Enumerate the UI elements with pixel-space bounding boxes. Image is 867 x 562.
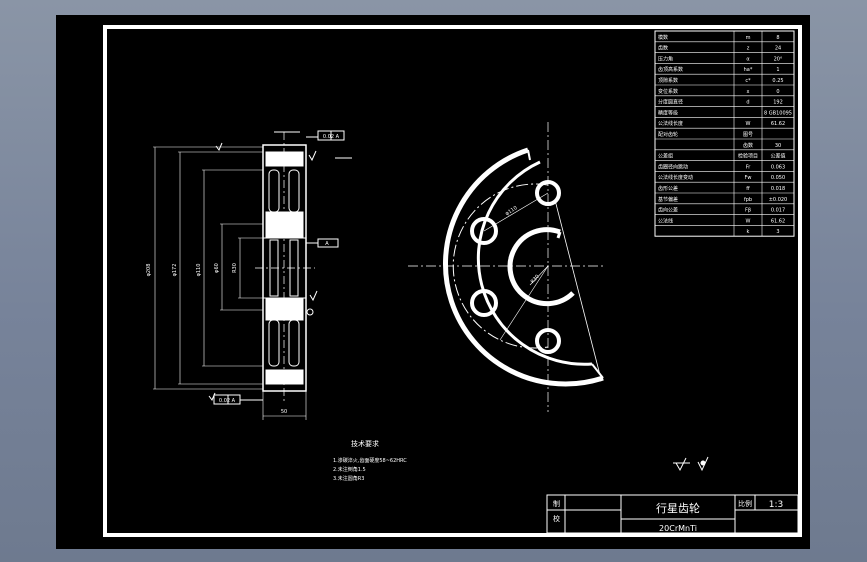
tech-req-heading: 技术要求 xyxy=(351,439,379,448)
dim-overall-text: φ208 xyxy=(146,264,152,277)
param-symbol: Fβ xyxy=(745,208,751,214)
param-value: 192 xyxy=(773,100,783,106)
param-symbol: W xyxy=(746,121,751,127)
param-label: 齿顶高系数 xyxy=(658,66,683,73)
param-value: 0.063 xyxy=(771,164,785,170)
param-value: 30 xyxy=(775,143,781,149)
param-label: 模数 xyxy=(658,34,668,41)
param-symbol: Fw xyxy=(745,175,752,181)
dim-root-text: φ172 xyxy=(172,264,178,277)
param-value: 61.62 xyxy=(771,121,785,127)
drawing-sheet xyxy=(56,15,810,549)
front-view xyxy=(408,122,604,412)
param-value: 20° xyxy=(774,56,783,62)
param-symbol: 检验项目 xyxy=(738,153,758,160)
tech-req-line-3: 3.未注圆角R3 xyxy=(333,475,364,482)
param-value: 0.25 xyxy=(772,78,783,84)
dim-bore-text: φ60 xyxy=(214,263,220,273)
tech-req-line-2: 2.未注倒角1.5 xyxy=(333,466,366,473)
param-symbol: Fr xyxy=(746,164,752,170)
param-symbol: z xyxy=(747,46,750,52)
param-symbol: d xyxy=(746,100,749,106)
tol-frame-top: 0.02 A xyxy=(323,134,340,140)
param-symbol: 齿数 xyxy=(743,142,753,149)
param-label: 变位系数 xyxy=(658,88,678,95)
part-name: 行星齿轮 xyxy=(656,501,700,515)
param-label: 顶隙系数 xyxy=(658,77,678,84)
param-value: 0 xyxy=(776,89,779,95)
tol-frame-bottom: 0.02 A xyxy=(219,398,236,404)
param-value: 8 xyxy=(776,35,779,41)
param-value: 0.018 xyxy=(771,186,785,192)
param-symbol: W xyxy=(746,218,751,224)
datum-label: A xyxy=(325,241,329,247)
param-label: 压力角 xyxy=(658,55,673,62)
title-row-label-2: 校 xyxy=(553,514,560,523)
param-label: 精度等级 xyxy=(658,109,678,116)
param-label: 公法线长度变动 xyxy=(658,174,693,181)
border-frame xyxy=(103,25,802,537)
param-value: 0.050 xyxy=(771,175,785,181)
param-symbol: k xyxy=(747,229,750,235)
dim-bore-inner-text: R30 xyxy=(232,263,238,273)
param-value: 1 xyxy=(776,67,779,73)
bore-radius-text: R30 xyxy=(530,274,541,285)
param-label: 公差组 xyxy=(658,153,673,160)
param-value: 8 GB10095 xyxy=(764,110,792,116)
params-table: 模数 m 8 齿数 z 24 压力角 α 20° 齿顶高系数 ha* 1 顶隙系数 c* 0.25 变位系数 x… xyxy=(654,30,795,237)
param-symbol: m xyxy=(746,35,751,41)
param-label: 公法线长度 xyxy=(658,120,683,127)
param-label: 公法线 xyxy=(658,217,673,224)
param-symbol: 图号 xyxy=(743,132,753,138)
dim-width-text: 50 xyxy=(281,409,287,415)
param-label: 分度圆直径 xyxy=(658,99,683,106)
general-roughness-mark xyxy=(673,456,709,472)
param-symbol: fpb xyxy=(744,197,752,203)
param-symbol: c* xyxy=(745,78,751,84)
param-value: 0.017 xyxy=(771,208,785,214)
scale-label: 比例 xyxy=(738,499,752,508)
params-table-frame xyxy=(654,30,795,237)
param-symbol: α xyxy=(746,56,750,62)
param-symbol: x xyxy=(747,89,750,95)
tech-req-line-1: 1.渗碳淬火,齿面硬度58~62HRC xyxy=(333,457,407,464)
param-symbol: ff xyxy=(746,186,750,192)
section-view xyxy=(153,130,352,420)
param-label: 齿圈径向跳动 xyxy=(658,163,688,170)
param-value: ±0.020 xyxy=(769,197,788,203)
param-symbol: ha* xyxy=(744,67,753,73)
param-label: 配对齿轮 xyxy=(658,131,678,138)
param-value: 公差值 xyxy=(770,153,785,160)
param-label: 齿向公差 xyxy=(658,207,678,214)
param-value: 24 xyxy=(775,46,781,52)
param-value: 61.62 xyxy=(771,218,785,224)
scale-value: 1:3 xyxy=(769,500,783,510)
param-label: 齿数 xyxy=(658,45,668,52)
param-label: 齿形公差 xyxy=(658,185,678,192)
material: 20CrMnTi xyxy=(659,524,697,533)
dim-hub-text: φ110 xyxy=(196,264,202,277)
pcd-dim-text: φ110 xyxy=(504,205,518,217)
title-block xyxy=(546,494,799,534)
param-label: 基节偏差 xyxy=(658,196,678,203)
title-row-label-1: 制 xyxy=(553,499,560,508)
param-value: 3 xyxy=(776,229,779,235)
